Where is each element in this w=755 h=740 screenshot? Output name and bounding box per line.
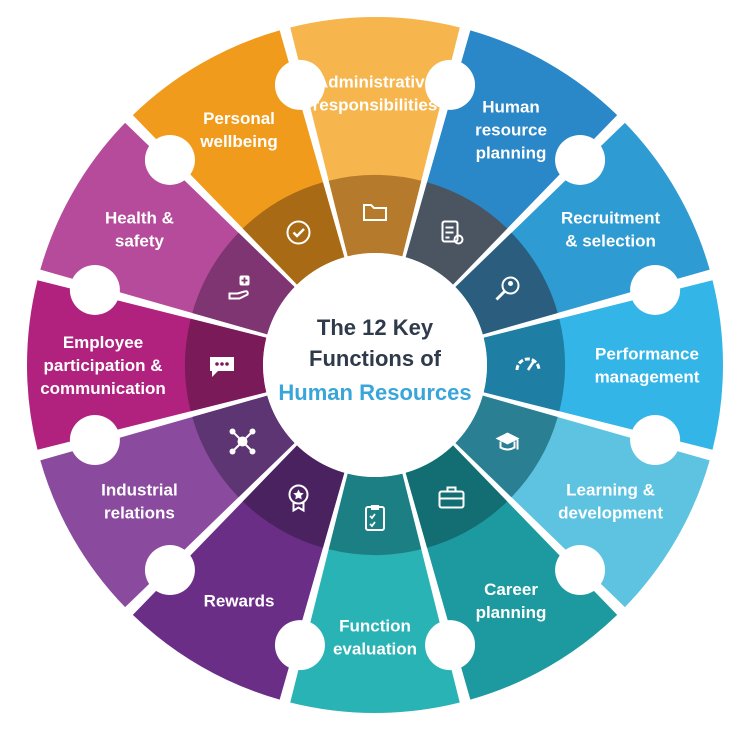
segment-11-label-line-2: safety [115,232,165,251]
segment-3-label-line-2: & selection [565,232,656,251]
segment-4-label-line-1: Performance [595,345,699,364]
award-badge-icon [288,484,309,513]
candidate-search-icon [495,276,520,301]
segment-3-label-line-1: Recruitment [561,209,661,228]
segment-8-inner-band [242,445,345,548]
segment-8-label-line-1: Rewards [204,592,275,611]
segment-4 [483,280,723,450]
segment-6-inner-band [405,445,508,548]
folder-icon [363,204,387,221]
segment-2-label-line-3: planning [476,143,547,162]
segment-7 [290,473,460,713]
connector-circle [630,264,681,315]
briefcase-icon [438,486,465,509]
title-line-3: Human Resources [278,380,471,405]
connector-circle [69,264,120,315]
speedometer-icon [515,357,541,371]
segment-9-inner-band [192,395,295,498]
segment-1-label-line-1: Administrative [316,73,434,92]
segment-4-inner-band [483,318,566,412]
segment-4-label-line-2: management [595,368,700,387]
segment-6-label-line-2: planning [476,603,547,622]
center-circle [263,253,487,477]
connector-circle [630,415,681,466]
segment-3-inner-band [455,232,558,335]
connector-circle [274,59,325,110]
segment-11-label-line-1: Health & [105,209,174,228]
segment-2-inner-band [405,182,508,285]
chat-bubble-icon [210,357,234,377]
segment-10-label-line-1: Employee [63,333,143,352]
segment-2-label-line-1: Human [482,97,540,116]
connector-circle [274,620,325,671]
checklist-gear-icon [441,220,464,245]
segment-1 [290,16,460,257]
connector-circle [555,545,606,596]
segment-5-inner-band [455,395,558,498]
title-line-2: Functions of [309,346,442,371]
connector-circle [425,620,476,671]
segment-5-label-line-1: Learning & [566,481,655,500]
segment-9-label-line-2: relations [104,504,175,523]
segment-5-label-line-2: development [558,504,663,523]
segment-10 [26,280,267,450]
connector-circle [425,59,476,110]
segment-12-label-line-2: wellbeing [199,132,277,151]
segment-1-label-line-2: responsibilities [313,96,438,115]
segment-6-label-line-1: Career [484,580,538,599]
checkmark-circle-icon [286,220,311,245]
title-line-1: The 12 Key [317,315,434,340]
segment-9-label-line-1: Industrial [101,481,178,500]
segment-10-label-line-3: communication [40,379,166,398]
segment-10-label-line-2: participation & [43,356,162,375]
segment-2-label-line-2: resource [475,120,547,139]
segment-1-inner-band [328,175,422,257]
connector-circle [144,545,195,596]
segment-7-label-line-1: Function [339,617,411,636]
health-hand-icon [228,275,250,300]
connector-circle [144,134,195,185]
segment-12-label-line-1: Personal [203,109,275,128]
graduation-cap-icon [495,432,520,451]
connector-circle [555,134,606,185]
connector-circle [69,415,120,466]
network-hub-icon [229,428,256,455]
segment-7-label-line-2: evaluation [333,640,417,659]
clipboard-checklist-icon [365,505,385,531]
